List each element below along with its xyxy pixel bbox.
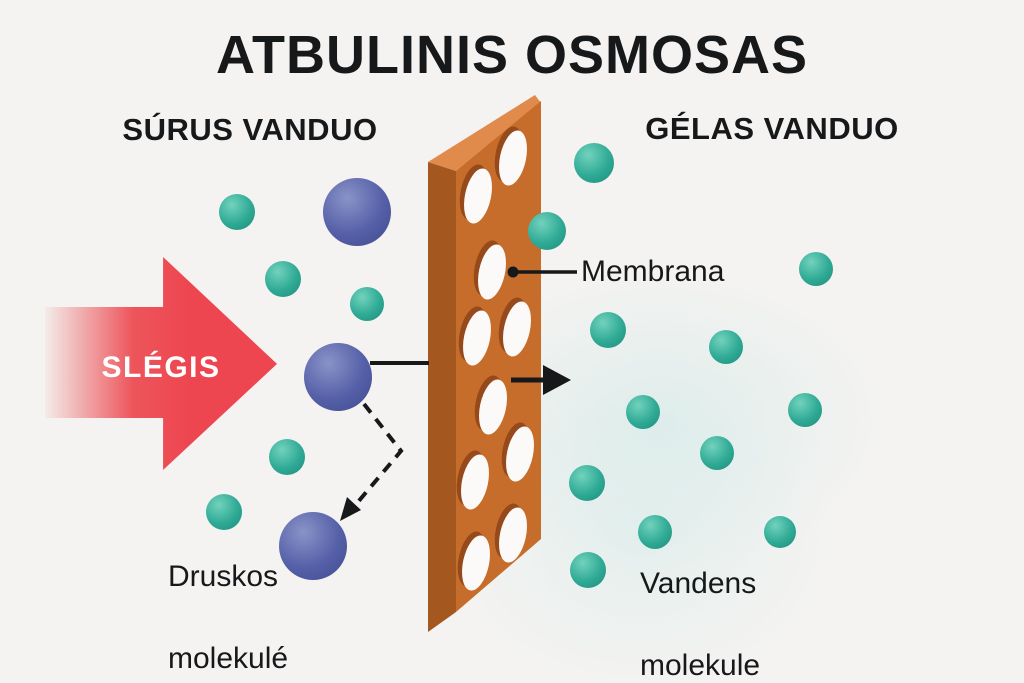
salt-water-heading: SÚRUS VANDUO <box>122 112 378 147</box>
flow-arrow-head-icon <box>543 365 571 395</box>
water-molecule <box>574 143 614 183</box>
membrane-hole <box>459 164 492 224</box>
water-molecule <box>528 212 566 250</box>
membrane-label: Membrana <box>581 255 725 288</box>
membrane-hole <box>458 306 491 366</box>
salt-molecule <box>279 512 347 580</box>
water-molecule <box>764 516 796 548</box>
pressure-label: SLÉGIS <box>101 351 221 384</box>
page-title: ATBULINIS OSMOSAS <box>215 25 808 85</box>
membrane-hole <box>473 240 506 300</box>
salt-label-line2: molekulé <box>168 642 289 675</box>
salt-molecule <box>323 178 391 246</box>
membrane-side-face <box>428 162 456 632</box>
water-molecule <box>265 261 301 297</box>
membrane-hole <box>498 297 531 357</box>
salt-molecule <box>304 343 372 411</box>
water-molecule <box>626 395 660 429</box>
membrane-top-face <box>428 95 541 171</box>
salt-molecule-label: Druskos molekulé <box>168 556 288 679</box>
membrane-hole <box>474 375 507 435</box>
water-molecule <box>799 252 833 286</box>
membrane-hole <box>456 450 489 510</box>
fresh-water-heading: GÉLAS VANDUO <box>645 111 899 146</box>
salt-rejection-dashed-arrow <box>350 402 404 511</box>
salt-rejection-arrow-head-icon <box>340 497 361 521</box>
water-molecule <box>206 494 242 530</box>
membrane-hole <box>457 531 490 591</box>
water-molecule <box>570 552 606 588</box>
water-molecule <box>700 436 734 470</box>
water-molecule <box>269 439 305 475</box>
water-molecule-label: Vandens molekule <box>640 563 760 683</box>
water-molecule <box>788 393 822 427</box>
water-molecule <box>219 194 255 230</box>
membrane-hole <box>494 503 527 563</box>
membrane-holes <box>456 126 534 591</box>
membrane-hole <box>494 126 527 186</box>
membrane-hole <box>501 422 534 482</box>
water-molecule <box>638 515 672 549</box>
water-label-line1: Vandens <box>640 567 757 600</box>
water-molecule <box>350 287 384 321</box>
salt-label-line1: Druskos <box>168 560 279 593</box>
water-molecule <box>709 330 743 364</box>
water-molecule <box>590 312 626 348</box>
water-molecule <box>569 465 605 501</box>
water-label-line2: molekule <box>640 649 761 682</box>
